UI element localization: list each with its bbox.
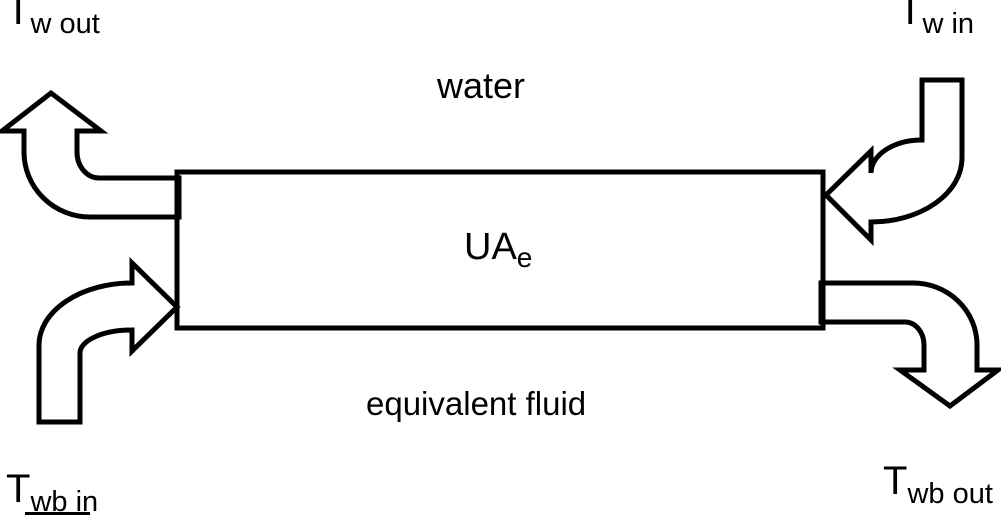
label-equivalent-fluid-stream: equivalent fluid — [366, 385, 587, 422]
t-subscript: wb out — [907, 478, 993, 510]
t-symbol: T — [6, 0, 31, 33]
ua-subscript: e — [516, 242, 533, 273]
heat-exchanger-box — [174, 169, 826, 331]
label-water-stream: water — [437, 65, 526, 106]
label-t-wetbulb-out: Twb out — [883, 461, 993, 509]
label-t-water-out: Tw out — [6, 0, 100, 39]
label-ua-e: UAe — [464, 228, 532, 272]
t-subscript: w out — [30, 8, 100, 40]
t-subscript: wb in — [30, 486, 99, 515]
equivalent-fluid-outlet-arrow-icon — [818, 280, 1001, 410]
ua-symbol: UA — [464, 226, 517, 268]
water-inlet-arrow-icon — [822, 77, 965, 247]
equivalent-fluid-inlet-arrow-icon — [36, 257, 181, 425]
label-t-wetbulb-in: Twb in — [6, 469, 98, 515]
t-subscript: w in — [922, 8, 975, 40]
t-symbol: T — [6, 467, 31, 511]
label-t-water-in: Tw in — [898, 0, 974, 39]
water-outlet-arrow-icon — [0, 89, 182, 220]
bottom-edge-crop-artifact — [25, 512, 90, 515]
t-symbol: T — [898, 0, 923, 33]
t-symbol: T — [883, 459, 908, 503]
